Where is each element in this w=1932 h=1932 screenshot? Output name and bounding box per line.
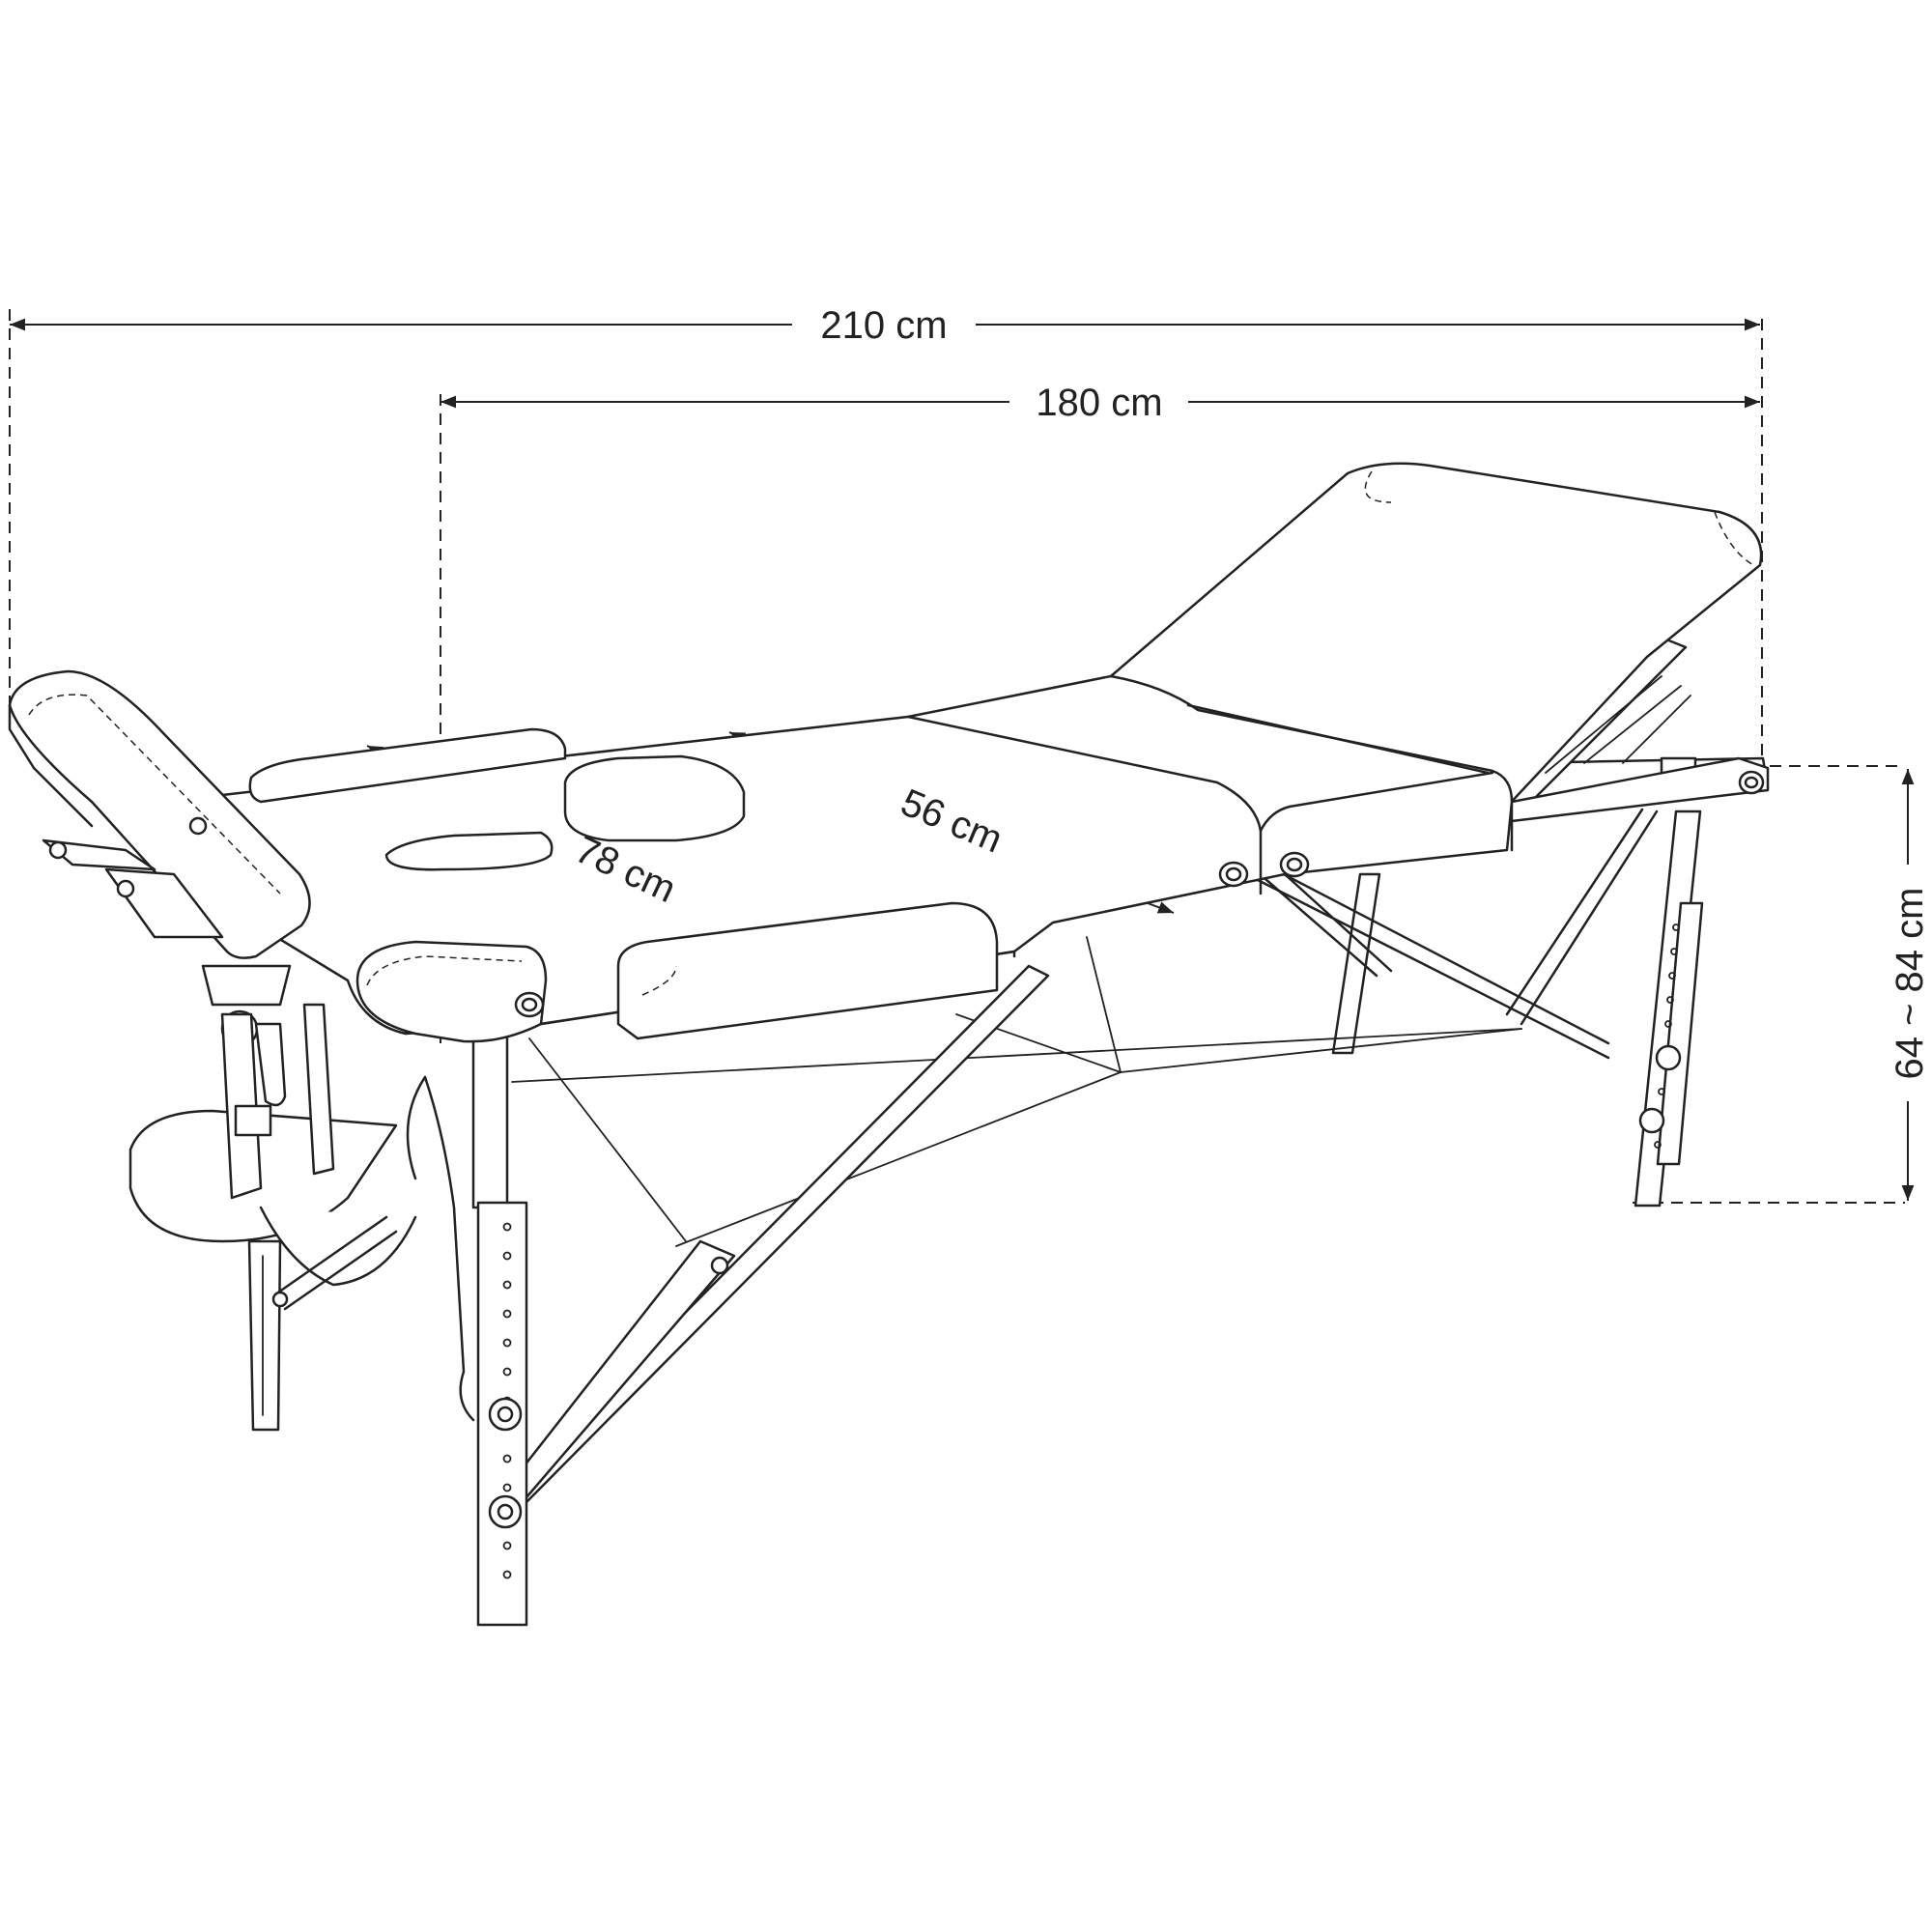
table-top bbox=[220, 674, 1770, 1043]
table-frame bbox=[247, 808, 1704, 1627]
knob-icon bbox=[488, 1044, 1682, 1529]
adjustable-headrest bbox=[8, 669, 311, 1107]
hinge-knob-icon bbox=[514, 770, 1765, 1018]
overall-length-label: 210 cm bbox=[820, 304, 947, 347]
carry-straps bbox=[128, 1003, 475, 1422]
height-range-label: 64 ~ 84 cm bbox=[1889, 887, 1931, 1079]
table-length-label: 180 cm bbox=[1036, 382, 1162, 424]
